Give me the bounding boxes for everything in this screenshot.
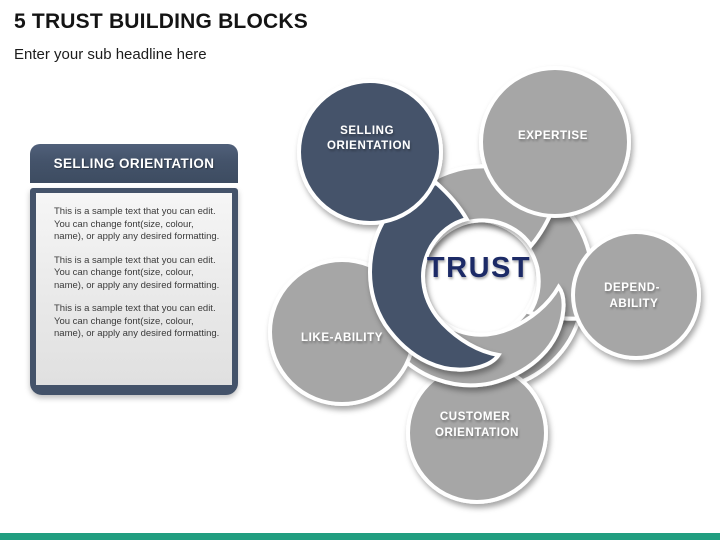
swirl-arm-highlighted xyxy=(368,180,502,372)
node-label-likeability: LIKE-ABILITY xyxy=(301,332,383,344)
petal-selling-orientation xyxy=(297,79,502,372)
node-label-dependability: DEPEND- ABILITY xyxy=(604,282,664,310)
sample-paragraph: This is a sample text that you can edit.… xyxy=(54,303,220,339)
callout-panel-header: SELLING ORIENTATION xyxy=(30,144,238,183)
footer-accent-bar xyxy=(0,533,720,540)
node-circle-expertise xyxy=(479,66,631,218)
center-trust-label: TRUST xyxy=(427,252,531,284)
node-circle-selling-orientation xyxy=(297,79,443,225)
node-label-customer-orientation: CUSTOMER ORIENTATION xyxy=(435,411,519,439)
page-subtitle: Enter your sub headline here xyxy=(14,46,207,63)
sample-paragraph: This is a sample text that you can edit.… xyxy=(54,206,220,242)
page-title: 5 TRUST BUILDING BLOCKS xyxy=(14,10,308,33)
callout-panel-text: This is a sample text that you can edit.… xyxy=(36,193,232,385)
node-circle-dependability xyxy=(571,230,701,360)
callout-panel: This is a sample text that you can edit.… xyxy=(30,188,238,395)
node-label-expertise: EXPERTISE xyxy=(518,130,588,142)
sample-paragraph: This is a sample text that you can edit.… xyxy=(54,254,220,291)
node-label-selling-orientation: SELLING ORIENTATION xyxy=(327,125,411,152)
